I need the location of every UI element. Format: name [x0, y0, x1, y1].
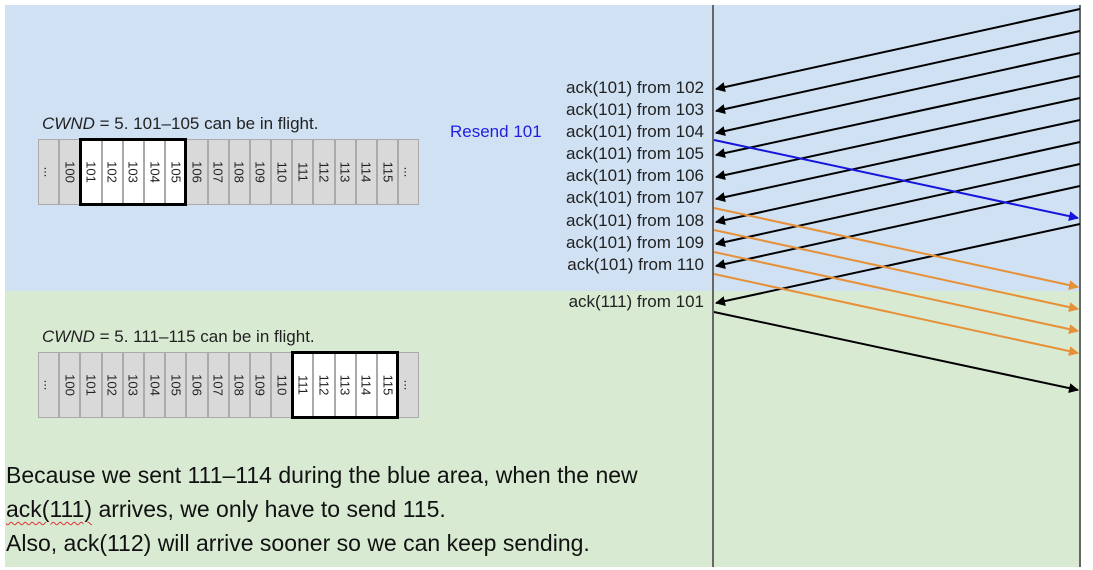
new-packet-arrow: [713, 273, 1079, 356]
ack-label: ack(101) from 104: [566, 122, 704, 141]
ack-label: ack(101) from 103: [566, 100, 704, 119]
sequence-cell: ...: [38, 352, 60, 418]
sequence-cell: 106: [186, 352, 208, 418]
ack-arrow: [715, 141, 1081, 225]
sequence-cell: 101: [80, 352, 102, 418]
ack-arrow: [715, 97, 1081, 180]
lower-window-box: [291, 351, 400, 419]
sequence-cell: 111: [292, 139, 314, 205]
resend-label: Resend 101: [450, 122, 542, 141]
new-packet-arrow: [713, 251, 1079, 334]
ack-label: ack(101) from 102: [566, 78, 704, 97]
sequence-cell: 105: [165, 352, 187, 418]
new-packet-arrow: [713, 229, 1079, 312]
sequence-cell: 104: [143, 352, 166, 418]
ack-label: ack(101) from 106: [566, 166, 704, 185]
ack-arrow: [715, 163, 1081, 247]
sequence-cell: 102: [101, 352, 123, 418]
sequence-cell: 114: [355, 139, 377, 205]
ack-arrow: [715, 223, 1081, 306]
lower-cwnd-label: CWND = 5. 111–115 can be in flight.: [42, 327, 315, 346]
ack-label: ack(111) from 101: [568, 292, 704, 311]
ack-arrow: [715, 52, 1081, 136]
caption-line-2: ack(111) arrives, we only have to send 1…: [6, 496, 446, 522]
green-area: [5, 291, 1080, 567]
upper-window-box: [79, 138, 188, 206]
sequence-cell: 112: [313, 139, 335, 205]
sequence-cell: 100: [59, 352, 81, 418]
upper-cwnd-label: CWND = 5. 101–105 can be in flight.: [42, 114, 319, 133]
caption-line-1: Because we sent 111–114 during the blue …: [6, 462, 638, 488]
sequence-cell: 108: [228, 139, 250, 205]
sequence-cell: 109: [249, 352, 272, 418]
sequence-cell: 109: [249, 139, 272, 205]
ack-label: ack(101) from 110: [567, 255, 704, 274]
resend-arrow: [713, 139, 1079, 222]
ack-label: ack(101) from 109: [566, 233, 704, 252]
sequence-cell: 107: [207, 352, 229, 418]
ack-arrow: [715, 30, 1081, 114]
sequence-cell: 108: [228, 352, 250, 418]
sequence-cell: 110: [271, 139, 293, 205]
caption-line-3: Also, ack(112) will arrive sooner so we …: [6, 530, 590, 556]
ack-label: ack(101) from 105: [566, 144, 704, 163]
sequence-cell: ...: [38, 139, 60, 205]
sequence-cell: 113: [334, 139, 356, 205]
sequence-cell: ...: [398, 139, 420, 205]
sequence-cell: 115: [377, 139, 399, 205]
ack-arrow: [715, 75, 1081, 158]
sequence-cell: 107: [207, 139, 229, 205]
ack-label: ack(101) from 108: [566, 211, 704, 230]
ack-label: ack(101) from 107: [566, 188, 704, 207]
sequence-cell: 103: [122, 352, 144, 418]
ack-arrow: [715, 185, 1081, 269]
new-packet-arrow: [713, 207, 1079, 290]
ack-arrow: [715, 8, 1081, 92]
packet-115-arrow: [713, 311, 1079, 394]
ack-arrow: [715, 119, 1081, 202]
